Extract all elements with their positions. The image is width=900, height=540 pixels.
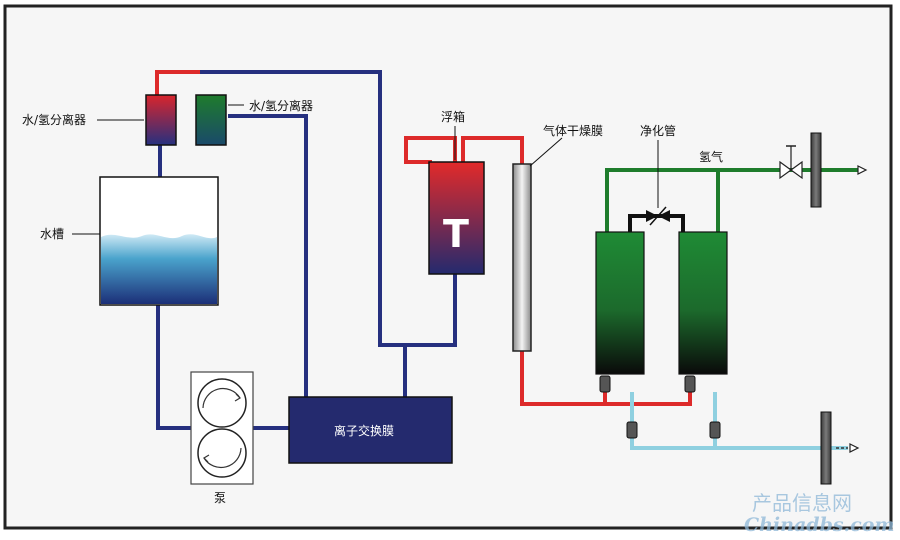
pipe-cyan-drain	[630, 392, 848, 450]
pipe-blue-top	[200, 70, 405, 347]
wall-post-top	[810, 132, 822, 208]
purifier-valve-icon	[646, 206, 670, 226]
label-gas-dry-membrane: 气体干燥膜	[543, 123, 603, 138]
pipe-red-float-right	[461, 136, 524, 165]
pipe-green-hydrogen	[605, 168, 858, 232]
purifier-left	[595, 231, 645, 375]
label-water-tank: 水槽	[40, 227, 64, 241]
pump	[190, 371, 254, 485]
purifier-left-valve	[599, 375, 611, 393]
leader-gas-dry-membrane	[529, 137, 563, 167]
float-tank-symbol: T	[443, 212, 469, 256]
separator-left	[145, 94, 177, 146]
watermark-cn: 产品信息网	[752, 491, 852, 515]
gas-dry-membrane	[512, 163, 532, 352]
label-purifier-tube: 净化管	[640, 123, 676, 138]
pipe-red-top	[155, 70, 200, 97]
label-ion-exchange-membrane: 离子交换膜	[334, 423, 394, 438]
wall-post-bottom	[820, 411, 832, 485]
label-separator-left: 水/氢分离器	[22, 112, 86, 127]
pipe-blue-sep-right	[228, 114, 308, 398]
drain-right-valve	[709, 421, 721, 439]
purifier-right	[678, 231, 728, 375]
water-tank	[99, 176, 219, 306]
float-tank	[428, 161, 485, 275]
drain-left-valve	[626, 421, 638, 439]
ion-exchange-membrane	[288, 396, 453, 464]
separator-right	[195, 94, 227, 146]
label-separator-right: 水/氢分离器	[249, 98, 313, 113]
purifier-right-valve	[684, 375, 696, 393]
label-hydrogen: 氢气	[699, 149, 723, 164]
valve-icon	[779, 145, 803, 180]
pump-rotor-icon	[197, 378, 247, 478]
watermark-en: Chinadbs.com	[744, 514, 895, 536]
pipe-blue-float-bottom	[403, 272, 457, 398]
label-float-tank: 浮箱	[441, 109, 465, 124]
outlet-arrow-icon	[836, 165, 868, 453]
label-pump: 泵	[214, 491, 226, 505]
